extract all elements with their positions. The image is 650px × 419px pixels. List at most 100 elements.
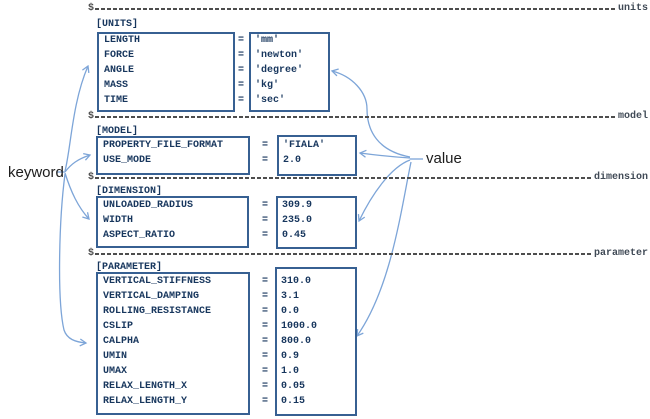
equals-cell: = <box>262 215 269 226</box>
value-cell: 310.0 <box>281 276 312 287</box>
section-divider-units: $ units <box>88 3 648 15</box>
equals-cell: = <box>262 366 269 377</box>
keyword-box-parameter <box>96 272 250 415</box>
divider-dollar: $ <box>88 3 95 14</box>
key-cell: WIDTH <box>103 215 134 226</box>
divider-dollar: $ <box>88 172 95 183</box>
key-cell: VERTICAL_DAMPING <box>103 291 200 302</box>
divider-dash-line <box>95 177 593 179</box>
value-arrow-model <box>358 149 411 159</box>
section-divider-parameter: $ parameter <box>88 248 648 260</box>
equals-cell: = <box>262 336 269 347</box>
value-cell: 1.0 <box>281 366 300 377</box>
key-cell: VERTICAL_STIFFNESS <box>103 276 212 287</box>
key-column-dimension: UNLOADED_RADIUS WIDTH ASPECT_RATIO <box>103 198 193 243</box>
value-cell: 'degree' <box>255 65 304 76</box>
key-cell: MASS <box>104 80 129 91</box>
divider-dollar: $ <box>88 111 95 122</box>
key-cell: ASPECT_RATIO <box>103 230 176 241</box>
key-column-model: PROPERTY_FILE_FORMAT USE_MODE <box>103 138 223 168</box>
value-cell: 3.1 <box>281 291 300 302</box>
divider-dollar: $ <box>88 248 95 259</box>
equals-cell: = <box>262 200 269 211</box>
equals-cell: = <box>262 321 269 332</box>
keyword-arrow-dimension <box>64 172 90 220</box>
value-arrow-dimension <box>357 159 411 223</box>
value-box-units <box>249 32 330 112</box>
divider-dash-line <box>95 116 617 118</box>
value-cell: 235.0 <box>282 215 313 226</box>
equals-cell: = <box>262 230 269 241</box>
value-cell: 'FIALA' <box>283 140 326 151</box>
key-cell: PROPERTY_FILE_FORMAT <box>103 140 224 151</box>
equals-cell: = <box>262 155 269 166</box>
equals-cell: = <box>262 381 269 392</box>
equals-cell: = <box>238 35 245 46</box>
value-cell: 0.15 <box>281 396 306 407</box>
value-cell: 2.0 <box>283 155 302 166</box>
keyword-box-units <box>97 32 235 112</box>
value-cell: 0.45 <box>282 230 307 241</box>
value-box-parameter <box>275 267 357 416</box>
key-cell: CALPHA <box>103 336 140 347</box>
value-cell: 0.0 <box>281 306 300 317</box>
equals-cell: = <box>262 306 269 317</box>
equals-column-parameter: = = = = = = = = = <box>262 274 268 409</box>
equals-cell: = <box>262 140 269 151</box>
keyword-arrow-units <box>64 64 90 172</box>
divider-label: units <box>617 3 648 14</box>
value-cell: 'mm' <box>255 35 280 46</box>
key-cell: USE_MODE <box>103 155 152 166</box>
divider-dash-line <box>95 8 617 10</box>
key-cell: UMIN <box>103 351 128 362</box>
key-cell: RELAX_LENGTH_X <box>103 381 188 392</box>
divider-label: parameter <box>593 248 648 259</box>
value-box-model <box>277 135 357 176</box>
keyword-arrow-model <box>64 152 92 173</box>
equals-column-dimension: = = = <box>262 198 268 243</box>
key-cell: UNLOADED_RADIUS <box>103 200 194 211</box>
key-cell: ANGLE <box>104 65 135 76</box>
key-cell: RELAX_LENGTH_Y <box>103 396 188 407</box>
equals-cell: = <box>262 276 269 287</box>
keyword-box-model <box>96 136 250 175</box>
value-cell: 0.9 <box>281 351 300 362</box>
equals-cell: = <box>238 80 245 91</box>
value-label: value <box>426 150 462 167</box>
key-cell: UMAX <box>103 366 128 377</box>
section-header-dimension: [DIMENSION] <box>96 186 163 197</box>
equals-cell: = <box>262 396 269 407</box>
equals-cell: = <box>262 291 269 302</box>
keyword-box-dimension <box>96 196 249 248</box>
equals-column-units: = = = = = <box>238 33 244 108</box>
section-header-parameter: [PARAMETER] <box>96 262 163 273</box>
keyword-label: keyword <box>8 164 64 181</box>
equals-column-model: == <box>262 138 268 168</box>
value-cell: 0.05 <box>281 381 306 392</box>
value-box-dimension <box>276 196 357 249</box>
value-cell: 309.9 <box>282 200 313 211</box>
section-header-units: [UNITS] <box>96 19 139 30</box>
value-column-units: 'mm' 'newton' 'degree' 'kg' 'sec' <box>255 33 303 108</box>
value-cell: 'newton' <box>255 50 304 61</box>
key-cell: ROLLING_RESISTANCE <box>103 306 212 317</box>
divider-label: dimension <box>593 172 648 183</box>
equals-cell: = <box>262 351 269 362</box>
value-cell: 'sec' <box>255 95 286 106</box>
equals-cell: = <box>238 50 245 61</box>
value-cell: 1000.0 <box>281 321 318 332</box>
equals-cell: = <box>238 65 245 76</box>
value-cell: 'kg' <box>255 80 280 91</box>
keyword-arrow-parameter <box>58 173 88 347</box>
value-column-model: 'FIALA' 2.0 <box>283 138 325 168</box>
equals-cell: = <box>238 95 245 106</box>
section-divider-model: $ model <box>88 111 648 123</box>
divider-label: model <box>617 111 648 122</box>
section-header-model: [MODEL] <box>96 126 139 137</box>
section-divider-dimension: $ dimension <box>88 172 648 184</box>
value-column-dimension: 309.9 235.0 0.45 <box>282 198 312 243</box>
key-cell: FORCE <box>104 50 135 61</box>
